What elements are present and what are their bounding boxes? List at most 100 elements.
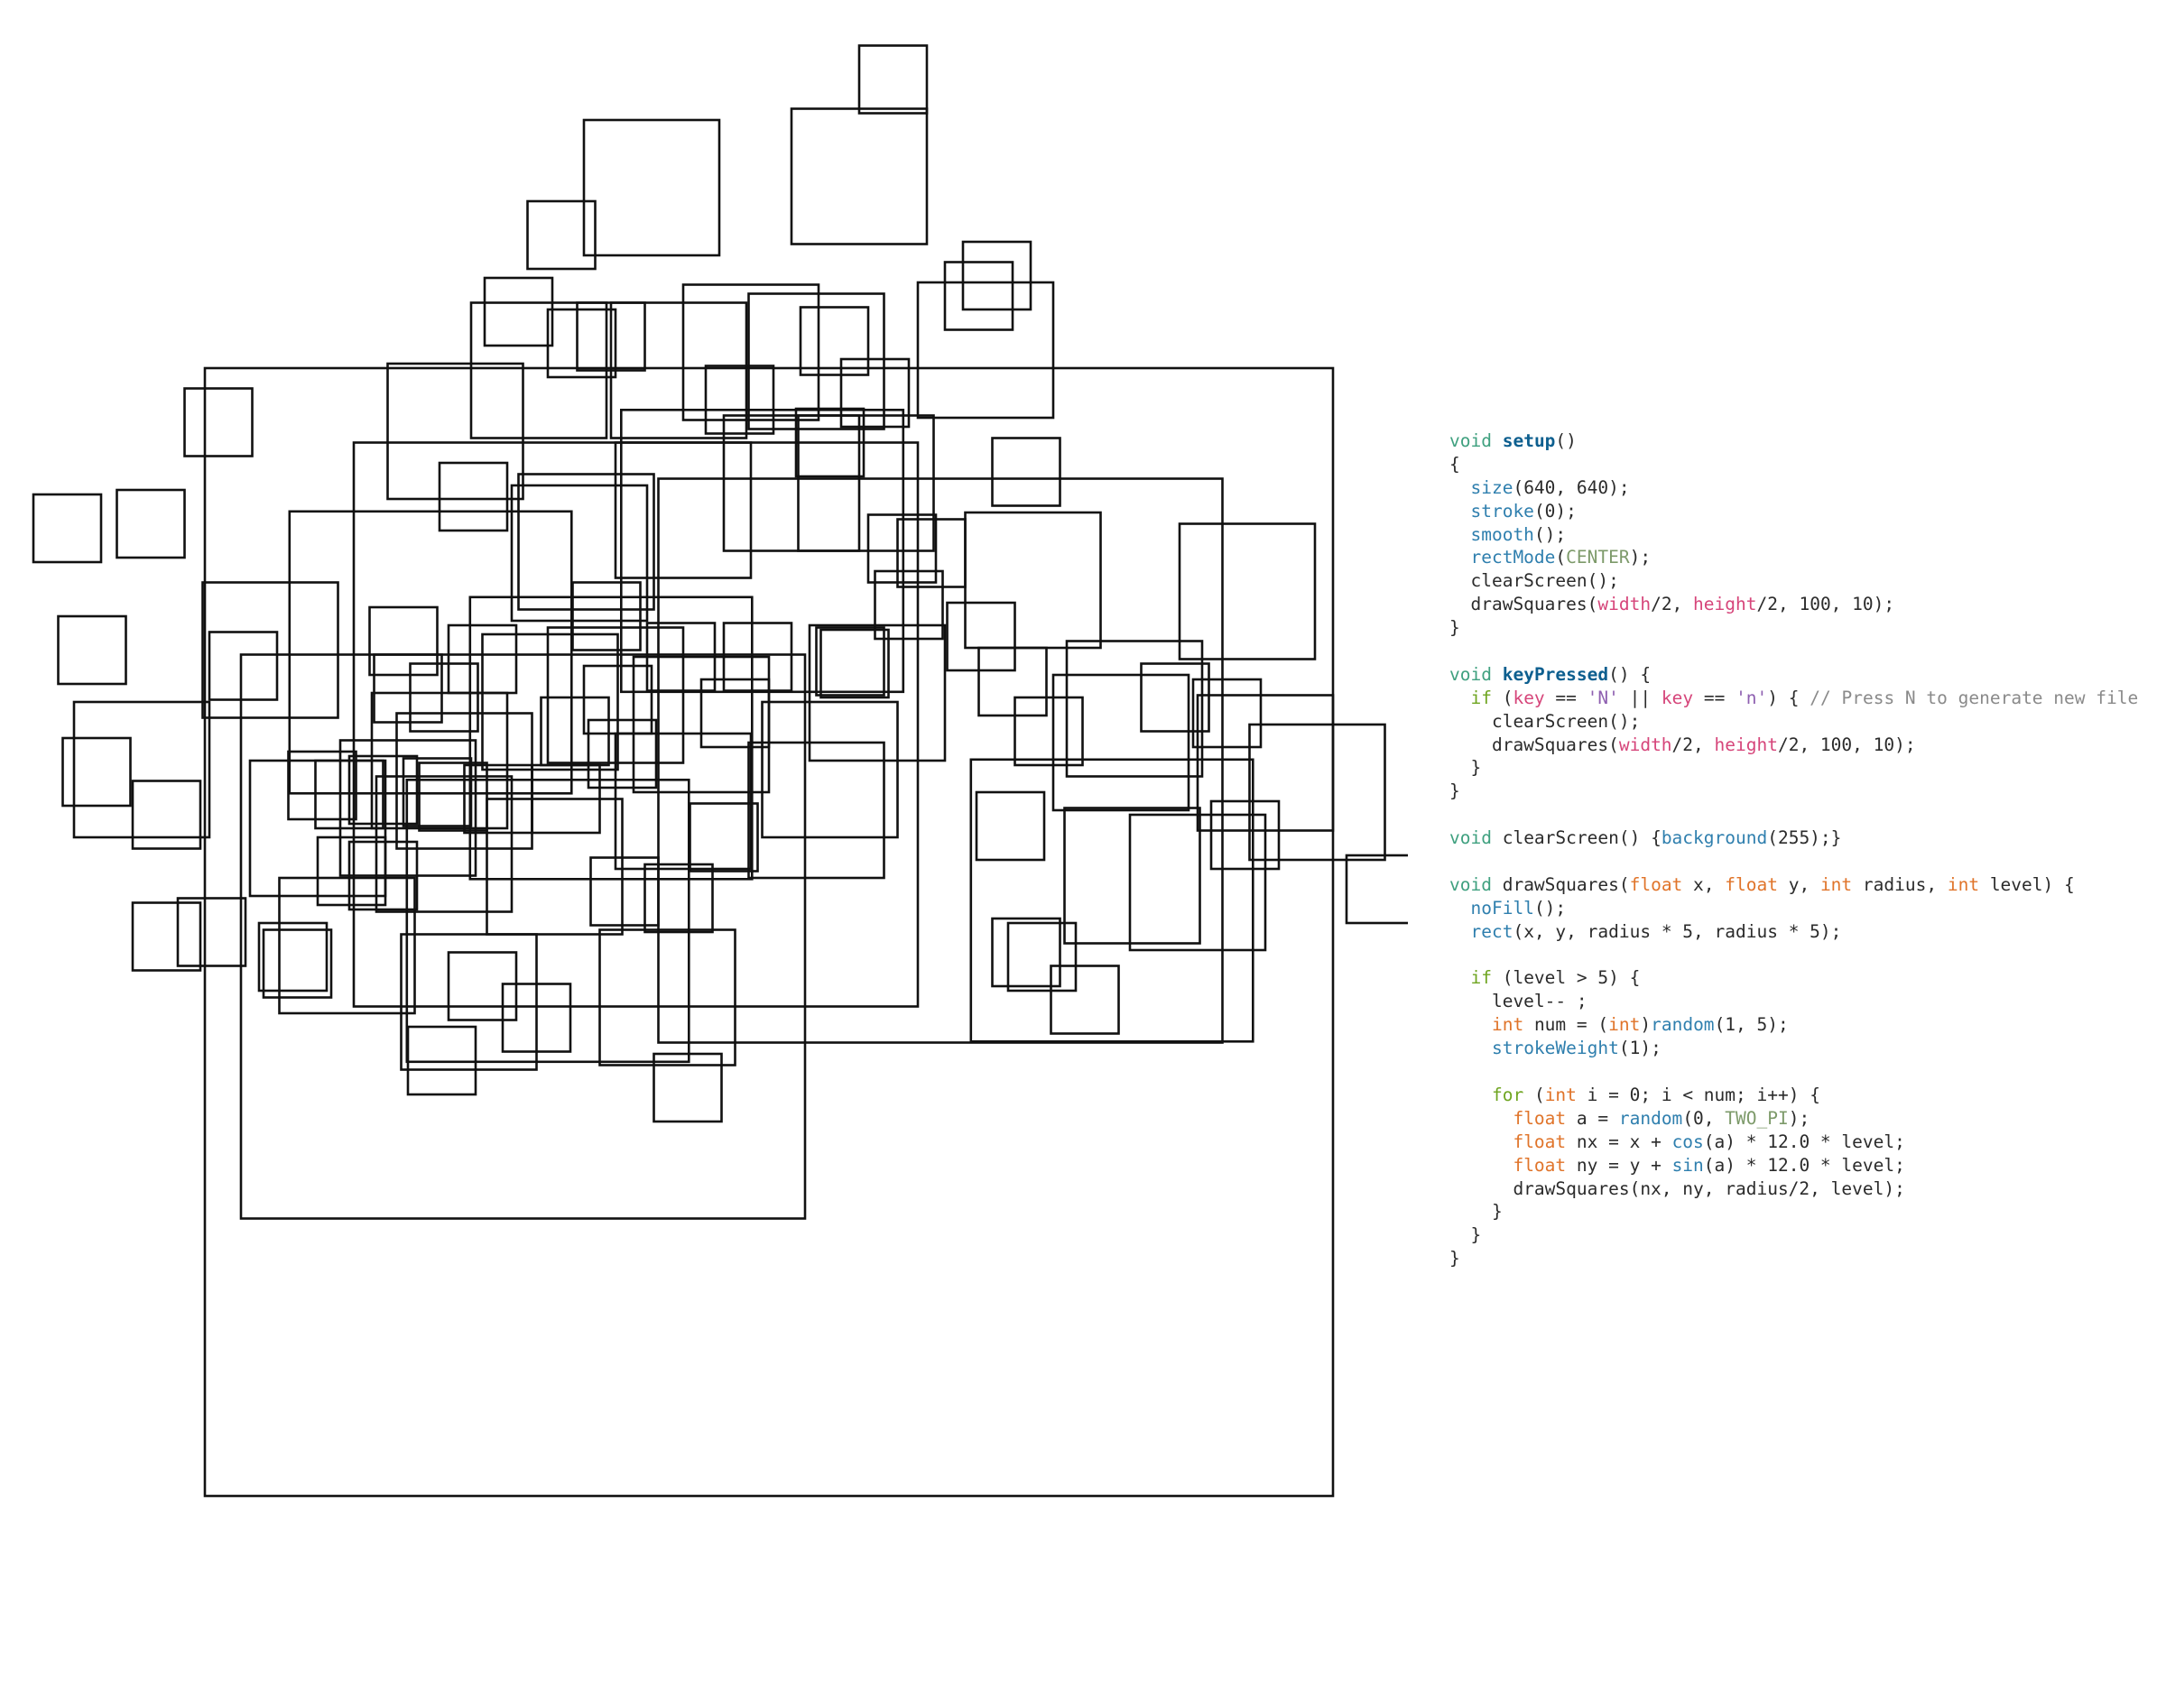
square-level-6 (576, 301, 646, 372)
code-token-builtin: sin (1671, 1154, 1704, 1176)
square-level-7 (278, 876, 416, 1015)
square-level-7 (338, 739, 477, 877)
square-level-6 (418, 762, 488, 832)
square-level-6 (839, 357, 911, 429)
square-level-6 (526, 199, 597, 271)
square-level-6 (689, 802, 759, 872)
code-token-plain (1449, 524, 1470, 545)
square-level-6 (961, 240, 1032, 311)
code-token-var: width (1597, 594, 1652, 615)
code-token-str: 'N' (1587, 687, 1619, 708)
code-line: if (key == 'N' || key == 'n') { // Press… (1449, 687, 2138, 710)
square-level-7 (790, 107, 929, 245)
square-level-6 (645, 622, 717, 692)
square-level-6 (653, 1052, 723, 1123)
square-level-6 (866, 513, 938, 584)
square-level-6 (722, 622, 793, 692)
code-token-plain: level) { (1979, 873, 2075, 895)
square-level-8 (969, 758, 1254, 1043)
code-token-plain: } (1449, 617, 1460, 639)
code-token-plain (1492, 664, 1503, 685)
square-level-7 (1051, 673, 1190, 812)
square-level-6 (1191, 678, 1263, 749)
code-token-builtin: rectMode (1470, 547, 1556, 568)
code-token-builtin: noFill (1470, 897, 1534, 919)
code-token-plain: radius, (1852, 873, 1948, 895)
code-token-type: void (1449, 827, 1492, 849)
square-level-9 (239, 653, 807, 1220)
code-token-plain: ( (1555, 547, 1567, 568)
code-token-plain: /2, (1651, 594, 1694, 615)
square-level-6 (183, 387, 254, 457)
code-line: void drawSquares(float x, float y, int r… (1449, 873, 2138, 897)
square-level-7 (481, 632, 619, 771)
square-level-7 (486, 798, 624, 936)
code-listing: void setup(){ size(640, 640); stroke(0);… (1449, 429, 2138, 1270)
code-line (1449, 944, 2138, 967)
square-level-6 (409, 662, 479, 733)
code-token-plain: (a) * 12.0 * level; (1703, 1154, 1905, 1176)
square-level-6 (368, 605, 439, 677)
square-level-6 (815, 626, 885, 697)
code-token-plain: == (1544, 687, 1587, 708)
code-line: { (1449, 453, 2138, 476)
code-token-plain (1449, 898, 1470, 919)
code-line: } (1449, 780, 2138, 803)
code-token-kw: for (1491, 1084, 1524, 1105)
code-token-param: float (1513, 1154, 1567, 1176)
code-token-plain (1449, 967, 1470, 988)
code-line: } (1449, 1247, 2138, 1270)
code-token-builtin: rect (1470, 920, 1513, 942)
code-token-plain: x, (1682, 873, 1726, 895)
code-line: float nx = x + cos(a) * 12.0 * level; (1449, 1131, 2138, 1154)
square-level-6 (975, 790, 1046, 862)
code-token-plain (1449, 477, 1470, 498)
square-level-6 (946, 601, 1016, 672)
code-token-plain: /2, 100, 10); (1756, 594, 1895, 615)
square-level-6 (991, 917, 1061, 988)
code-token-comment: // Press N to generate new file (1810, 687, 2139, 708)
code-token-plain: clearScreen(); (1449, 710, 1641, 732)
square-level-7 (386, 362, 524, 501)
code-token-param: int (1544, 1084, 1577, 1105)
square-level-6 (447, 623, 518, 695)
code-line: void setup() (1449, 429, 2138, 453)
code-token-plain (1449, 688, 1470, 708)
code-token-plain: drawSquares(nx, ny, radius/2, level); (1449, 1177, 1905, 1199)
code-token-var: key (1513, 687, 1545, 708)
square-level-6 (501, 983, 572, 1053)
square-level-6 (257, 921, 329, 992)
square-level-6 (991, 437, 1061, 507)
code-token-const: CENTER (1566, 547, 1630, 568)
code-token-builtin: strokeWeight (1491, 1038, 1619, 1059)
code-token-builtin: random (1618, 1107, 1683, 1129)
square-level-7 (1196, 694, 1335, 832)
code-token-plain: } (1449, 1248, 1460, 1269)
code-line: float ny = y + sin(a) * 12.0 * level; (1449, 1154, 2138, 1177)
code-token-plain (1449, 1038, 1492, 1058)
code-token-plain: ) { (1767, 687, 1810, 708)
code-token-plain: (a) * 12.0 * level; (1703, 1131, 1905, 1152)
square-level-7 (747, 741, 885, 880)
square-level-7 (964, 511, 1102, 650)
square-level-6 (131, 901, 202, 972)
code-token-builtin: background (1661, 827, 1768, 849)
code-line: level-- ; (1449, 990, 2138, 1013)
code-token-plain: ); (1788, 1107, 1810, 1129)
code-line: } (1449, 1223, 2138, 1247)
square-level-6 (589, 856, 660, 927)
code-token-plain: y, (1777, 873, 1820, 895)
code-token-plain: == (1693, 687, 1736, 708)
code-line: } (1449, 756, 2138, 780)
code-token-fname: keyPressed (1502, 663, 1609, 685)
square-level-6 (571, 581, 642, 651)
square-level-7 (797, 414, 935, 552)
code-token-param: int (1491, 1014, 1524, 1036)
square-level-8 (405, 778, 690, 1064)
code-token-param: float (1725, 873, 1778, 895)
square-level-6 (643, 863, 714, 934)
code-token-str: 'n' (1736, 687, 1768, 708)
code-line (1449, 850, 2138, 873)
square-level-6 (1140, 662, 1210, 733)
square-level-6 (438, 461, 509, 532)
